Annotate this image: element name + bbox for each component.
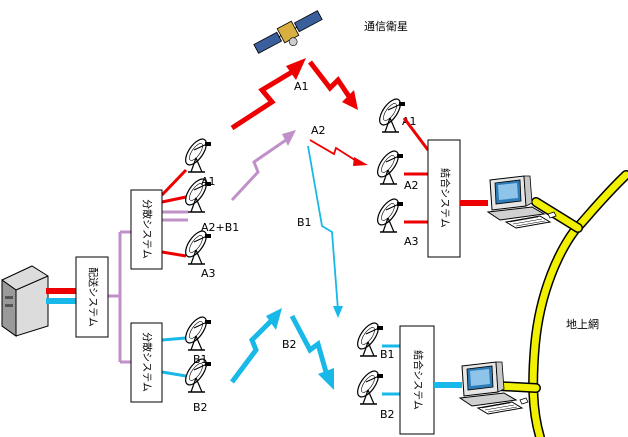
label-b1-link: B1 [297, 216, 312, 229]
signal-a2-down [309, 139, 368, 166]
distribution-links [108, 210, 188, 364]
combining-input-links-top [402, 117, 430, 224]
label-b2-rx: B2 [380, 408, 395, 421]
signal-a2b1-up [230, 130, 296, 202]
label-a2b1-tx: A2+B1 [201, 221, 239, 234]
combining-output-link-top [460, 200, 488, 206]
combining-system-box-bottom: 結合システム [399, 325, 435, 435]
satellite-dish-icon [180, 134, 212, 173]
satellite-dish-icon [374, 94, 406, 133]
label-a1-link: A1 [294, 80, 309, 93]
satellite-dish-icon [180, 312, 212, 351]
label-a2-link: A2 [311, 124, 326, 137]
label-a3-tx: A3 [201, 267, 216, 280]
label-b2-link: B2 [282, 338, 297, 351]
dispersion-system-label-bottom: 分散システム [141, 332, 154, 392]
dispersion-system-label-top: 分散システム [141, 199, 154, 259]
signal-a1-up [230, 58, 306, 131]
distribution-system-box: 配送システム [75, 256, 109, 338]
label-a2-rx: A2 [404, 179, 419, 192]
satellite-dish-icon [352, 318, 384, 357]
satellite-dish-icon [372, 194, 404, 233]
label-b1-rx: B1 [380, 348, 395, 361]
satellite-label: 通信衛星 [364, 20, 408, 33]
dispersion-system-box-bottom: 分散システム [130, 322, 163, 403]
combining-system-label-bottom: 結合システム [412, 350, 425, 410]
signal-b2-up [230, 308, 282, 384]
label-a3-rx: A3 [404, 235, 419, 248]
distribution-system-label: 配送システム [87, 267, 100, 327]
signal-b2-down [289, 314, 334, 390]
computer-icon [487, 175, 557, 229]
combining-system-label-top: 結合システム [439, 168, 452, 228]
signal-b1-down [307, 145, 343, 318]
label-b2-tx: B2 [193, 401, 208, 414]
satellite-dish-icon [352, 366, 384, 405]
ground-network-label: 地上網 [566, 317, 599, 331]
combining-input-links-bottom [382, 344, 400, 396]
combining-output-link-bottom [434, 382, 462, 388]
satellite-icon [253, 10, 323, 54]
combining-system-box-top: 結合システム [427, 139, 461, 258]
server-links [46, 288, 76, 304]
signal-a1-down [308, 60, 358, 110]
label-a1-tx: A1 [201, 175, 216, 188]
satellite-dish-icon [372, 146, 404, 185]
label-b1-tx: B1 [193, 353, 208, 366]
dispersion-system-box-top: 分散システム [130, 189, 163, 270]
dispersion-links [160, 168, 188, 378]
server-icon [1, 265, 49, 337]
ground-network-lines [493, 170, 628, 437]
